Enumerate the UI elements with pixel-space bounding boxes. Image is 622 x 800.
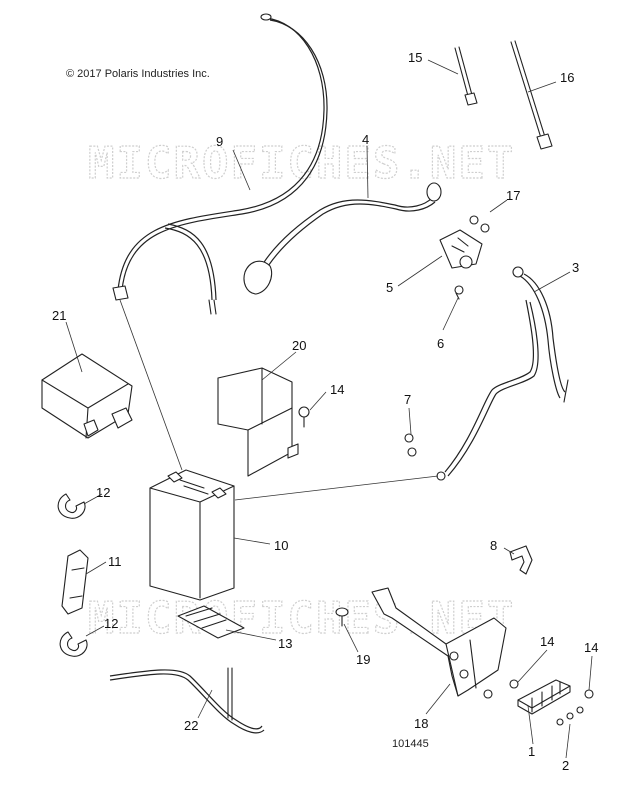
part-19-rivet[interactable] xyxy=(335,607,349,627)
copyright-text: © 2017 Polaris Industries Inc. xyxy=(66,68,210,80)
callout-11: 11 xyxy=(108,554,122,569)
callout-3: 3 xyxy=(572,260,579,275)
part-5-solenoid[interactable] xyxy=(439,229,483,269)
callout-22: 22 xyxy=(184,718,198,733)
callout-12-lower: 12 xyxy=(104,616,118,631)
part-20-battery-shield[interactable] xyxy=(217,367,299,477)
callout-20: 20 xyxy=(292,338,306,353)
watermark-bottom: MICROFICHES.NET xyxy=(88,593,515,644)
callout-4: 4 xyxy=(362,132,369,147)
part-18-bracket[interactable] xyxy=(371,587,507,697)
callout-labels: 15 16 9 4 17 3 5 6 21 20 14 7 12 10 11 8… xyxy=(52,50,598,773)
callout-19: 19 xyxy=(356,652,370,667)
part-10-battery[interactable] xyxy=(149,469,235,601)
leader-lines xyxy=(65,59,593,759)
part-12-clip-lower[interactable] xyxy=(59,631,88,657)
callout-15: 15 xyxy=(408,50,422,65)
watermark-top: MICROFICHES.NET xyxy=(88,138,515,189)
part-7-screw[interactable] xyxy=(404,433,417,457)
part-4-positive-cable[interactable] xyxy=(243,182,442,295)
part-12-clip-upper[interactable] xyxy=(57,493,86,519)
callout-7: 7 xyxy=(404,392,411,407)
part-1-terminal-block[interactable] xyxy=(517,679,571,715)
part-6-bolt[interactable] xyxy=(454,285,464,300)
callout-17: 17 xyxy=(506,188,520,203)
drawing-number: 101445 xyxy=(392,738,429,750)
callout-21: 21 xyxy=(52,308,66,323)
part-16-cable-tie[interactable] xyxy=(510,40,553,150)
part-17-nut[interactable] xyxy=(469,215,490,233)
callout-18: 18 xyxy=(414,716,428,731)
callout-1: 1 xyxy=(528,744,535,759)
callout-12-upper: 12 xyxy=(96,485,110,500)
callout-13: 13 xyxy=(278,636,292,651)
callout-9: 9 xyxy=(216,134,223,149)
part-15-cable-tie[interactable] xyxy=(454,46,478,106)
part-2-nut[interactable] xyxy=(556,706,584,726)
callout-16: 16 xyxy=(560,70,574,85)
part-11-strap[interactable] xyxy=(61,549,89,615)
part-14-screw-terminal[interactable] xyxy=(584,689,594,699)
callout-14-middle: 14 xyxy=(540,634,554,649)
part-3-cable[interactable] xyxy=(436,266,569,481)
callout-14-right: 14 xyxy=(584,640,598,655)
callout-8: 8 xyxy=(490,538,497,553)
callout-14-upper: 14 xyxy=(330,382,344,397)
callout-2: 2 xyxy=(562,758,569,773)
part-14-screw-shield[interactable] xyxy=(298,406,310,428)
part-8-clip[interactable] xyxy=(509,545,533,575)
callout-5: 5 xyxy=(386,280,393,295)
part-21-battery-cover[interactable] xyxy=(41,353,133,439)
part-22-rod[interactable] xyxy=(109,667,265,734)
part-14-screw-bracket[interactable] xyxy=(483,679,519,699)
callout-6: 6 xyxy=(437,336,444,351)
part-9-battery-cable[interactable] xyxy=(112,13,328,315)
callout-10: 10 xyxy=(274,538,288,553)
